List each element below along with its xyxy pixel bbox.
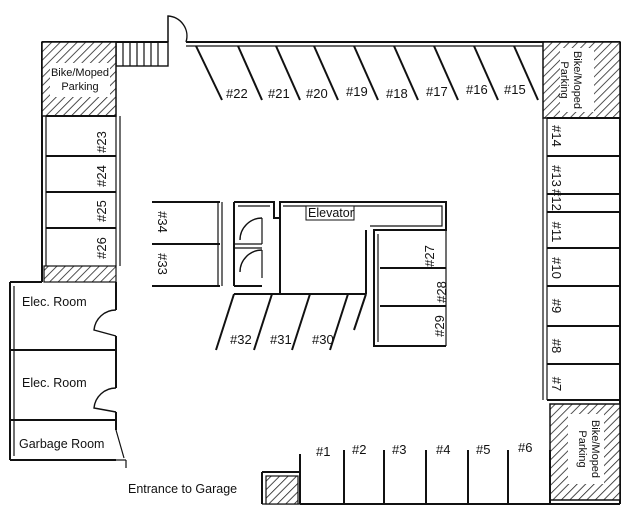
spot-label: #26: [94, 237, 109, 259]
bike-parking-top-left: Bike/Moped Parking: [41, 41, 117, 117]
bike-parking-bottom-right: Bike/Moped Parking: [549, 403, 621, 501]
spot-label: #17: [426, 84, 448, 99]
center-diagonal-stalls: #32 #31 #30: [215, 293, 367, 351]
bike-parking-top-right: Bike/Moped Parking: [542, 41, 621, 119]
spot-label: #20: [306, 86, 328, 101]
spot-label: #9: [549, 299, 564, 313]
left-parking-stalls: #23 #24 #25 #26: [46, 115, 121, 266]
service-rooms: Elec. Room Elec. Room Garbage Room: [10, 282, 127, 468]
spot-label: #13: [549, 165, 564, 187]
spot-label: #7: [549, 377, 564, 391]
center-left-stalls: #34 #33: [152, 201, 223, 287]
bike-parking-label: Bike/Moped: [589, 420, 601, 478]
door-top: [167, 15, 188, 43]
spot-label: #5: [476, 442, 490, 457]
bottom-parking-stalls: #1 #2 #3 #4 #5 #6: [316, 440, 551, 504]
top-parking-stalls: #22 #21 #20 #19 #18 #17 #16 #15: [195, 45, 539, 101]
elec-room-label: Elec. Room: [22, 376, 87, 390]
spot-label: #14: [549, 125, 564, 147]
bike-parking-label: Parking: [558, 61, 570, 98]
bike-parking-label: Parking: [61, 81, 98, 93]
spot-label: #22: [226, 86, 248, 101]
spot-label: #19: [346, 84, 368, 99]
spot-label: #21: [268, 86, 290, 101]
spot-label: #25: [94, 200, 109, 222]
spot-label: #3: [392, 442, 406, 457]
center-right-stalls: #27 #28 #29: [377, 230, 449, 346]
spot-label: #12: [549, 189, 564, 211]
bike-parking-label: Bike/Moped: [571, 51, 583, 109]
right-parking-stalls: #14 #13 #12 #11 #10 #9 #8 #7: [542, 117, 620, 401]
spot-label: #32: [230, 332, 252, 347]
spot-label: #10: [549, 257, 564, 279]
spot-label: #29: [432, 315, 447, 337]
hatched-strip-left: [43, 265, 117, 283]
elec-room-label: Elec. Room: [22, 295, 87, 309]
spot-label: #11: [549, 222, 564, 243]
central-core: Elevator: [233, 201, 447, 347]
spot-label: #8: [549, 339, 564, 353]
elevator-label: Elevator: [308, 206, 354, 220]
spot-label: #31: [270, 332, 292, 347]
spot-label: #4: [436, 442, 450, 457]
spot-label: #33: [155, 253, 170, 275]
spot-label: #15: [504, 82, 526, 97]
spot-label: #23: [94, 131, 109, 153]
garbage-room-label: Garbage Room: [19, 437, 104, 451]
stairs: [115, 41, 169, 67]
spot-label: #34: [155, 211, 170, 233]
bike-parking-label: Parking: [576, 430, 588, 467]
spot-label: #27: [422, 245, 437, 267]
spot-label: #16: [466, 82, 488, 97]
bike-parking-label: Bike/Moped: [51, 67, 109, 79]
entrance-label: Entrance to Garage: [128, 482, 237, 496]
spot-label: #2: [352, 442, 366, 457]
spot-label: #6: [518, 440, 532, 455]
spot-label: #28: [434, 281, 449, 303]
spot-label: #1: [316, 444, 330, 459]
spot-label: #30: [312, 332, 334, 347]
hatched-entrance-block: [265, 475, 299, 505]
spot-label: #18: [386, 86, 408, 101]
spot-label: #24: [94, 165, 109, 187]
